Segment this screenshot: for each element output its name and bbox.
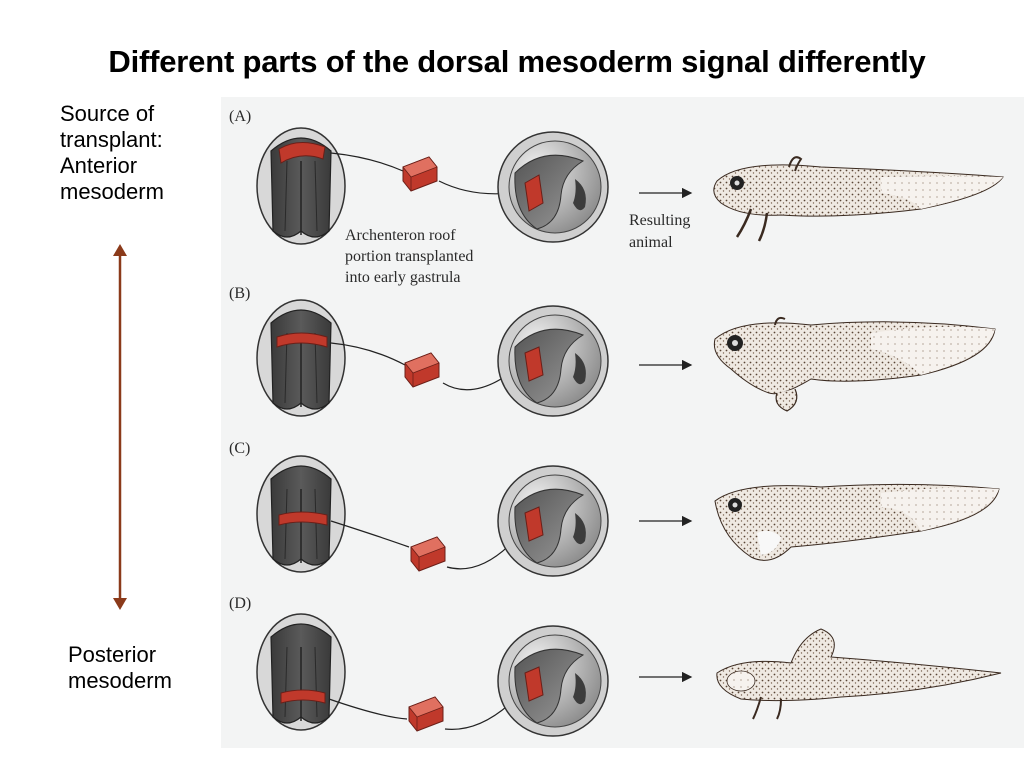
result-label-line: Resulting bbox=[629, 212, 690, 229]
label-line: Posterior bbox=[68, 642, 157, 667]
result-label-line: animal bbox=[629, 234, 673, 251]
host-gastrula bbox=[497, 465, 609, 577]
panel-letter: (C) bbox=[229, 440, 250, 457]
label-line: Anterior bbox=[60, 153, 138, 178]
label-line: mesoderm bbox=[68, 668, 172, 693]
implanted-tissue bbox=[524, 666, 544, 702]
donor-embryo bbox=[256, 299, 346, 417]
figure-drawing: (A) Resulting animal Archenteron roof po… bbox=[221, 97, 1024, 748]
panel-letter: (A) bbox=[229, 108, 251, 125]
excision-line bbox=[330, 152, 404, 172]
label-line: Source of bbox=[60, 101, 155, 126]
implanted-tissue bbox=[524, 506, 544, 542]
excised-region bbox=[276, 332, 328, 348]
tadpole-full-head bbox=[713, 156, 1004, 242]
implanted-tissue bbox=[524, 174, 544, 212]
tadpole-trunk bbox=[714, 483, 1000, 561]
tadpole-head-only bbox=[713, 316, 996, 412]
excision-line bbox=[328, 698, 408, 720]
caption-line: into early gastrula bbox=[345, 269, 461, 286]
excised-region bbox=[278, 142, 326, 164]
anterior-posterior-axis-arrow bbox=[113, 244, 127, 610]
panel-b: (B) bbox=[229, 285, 996, 417]
implanted-tissue bbox=[524, 346, 544, 382]
caption-line: Archenteron roof bbox=[345, 227, 456, 244]
donor-embryo bbox=[256, 613, 346, 731]
slide-title: Different parts of the dorsal mesoderm s… bbox=[108, 44, 926, 79]
host-gastrula bbox=[497, 131, 609, 243]
panel-letter: (D) bbox=[229, 595, 251, 612]
label-line: mesoderm bbox=[60, 179, 164, 204]
excised-region bbox=[280, 689, 326, 704]
excised-region bbox=[278, 511, 328, 526]
host-gastrula bbox=[497, 305, 609, 417]
panel-letter: (B) bbox=[229, 285, 250, 302]
excision-line bbox=[330, 342, 406, 366]
host-gastrula bbox=[497, 625, 609, 737]
excision-line bbox=[330, 520, 410, 548]
caption-line: portion transplanted bbox=[345, 248, 473, 265]
anterior-source-label: Source of transplant: Anterior mesoderm bbox=[60, 101, 220, 205]
posterior-label: Posterior mesoderm bbox=[68, 642, 218, 694]
panel-a: (A) Resulting animal Archenteron roof po… bbox=[229, 108, 1004, 286]
transplant-figure: (A) Resulting animal Archenteron roof po… bbox=[221, 97, 1024, 748]
tadpole-tail bbox=[716, 628, 1002, 720]
panel-c: (C) bbox=[229, 440, 1000, 577]
label-line: transplant: bbox=[60, 127, 163, 152]
panel-d: (D) bbox=[229, 595, 1002, 737]
